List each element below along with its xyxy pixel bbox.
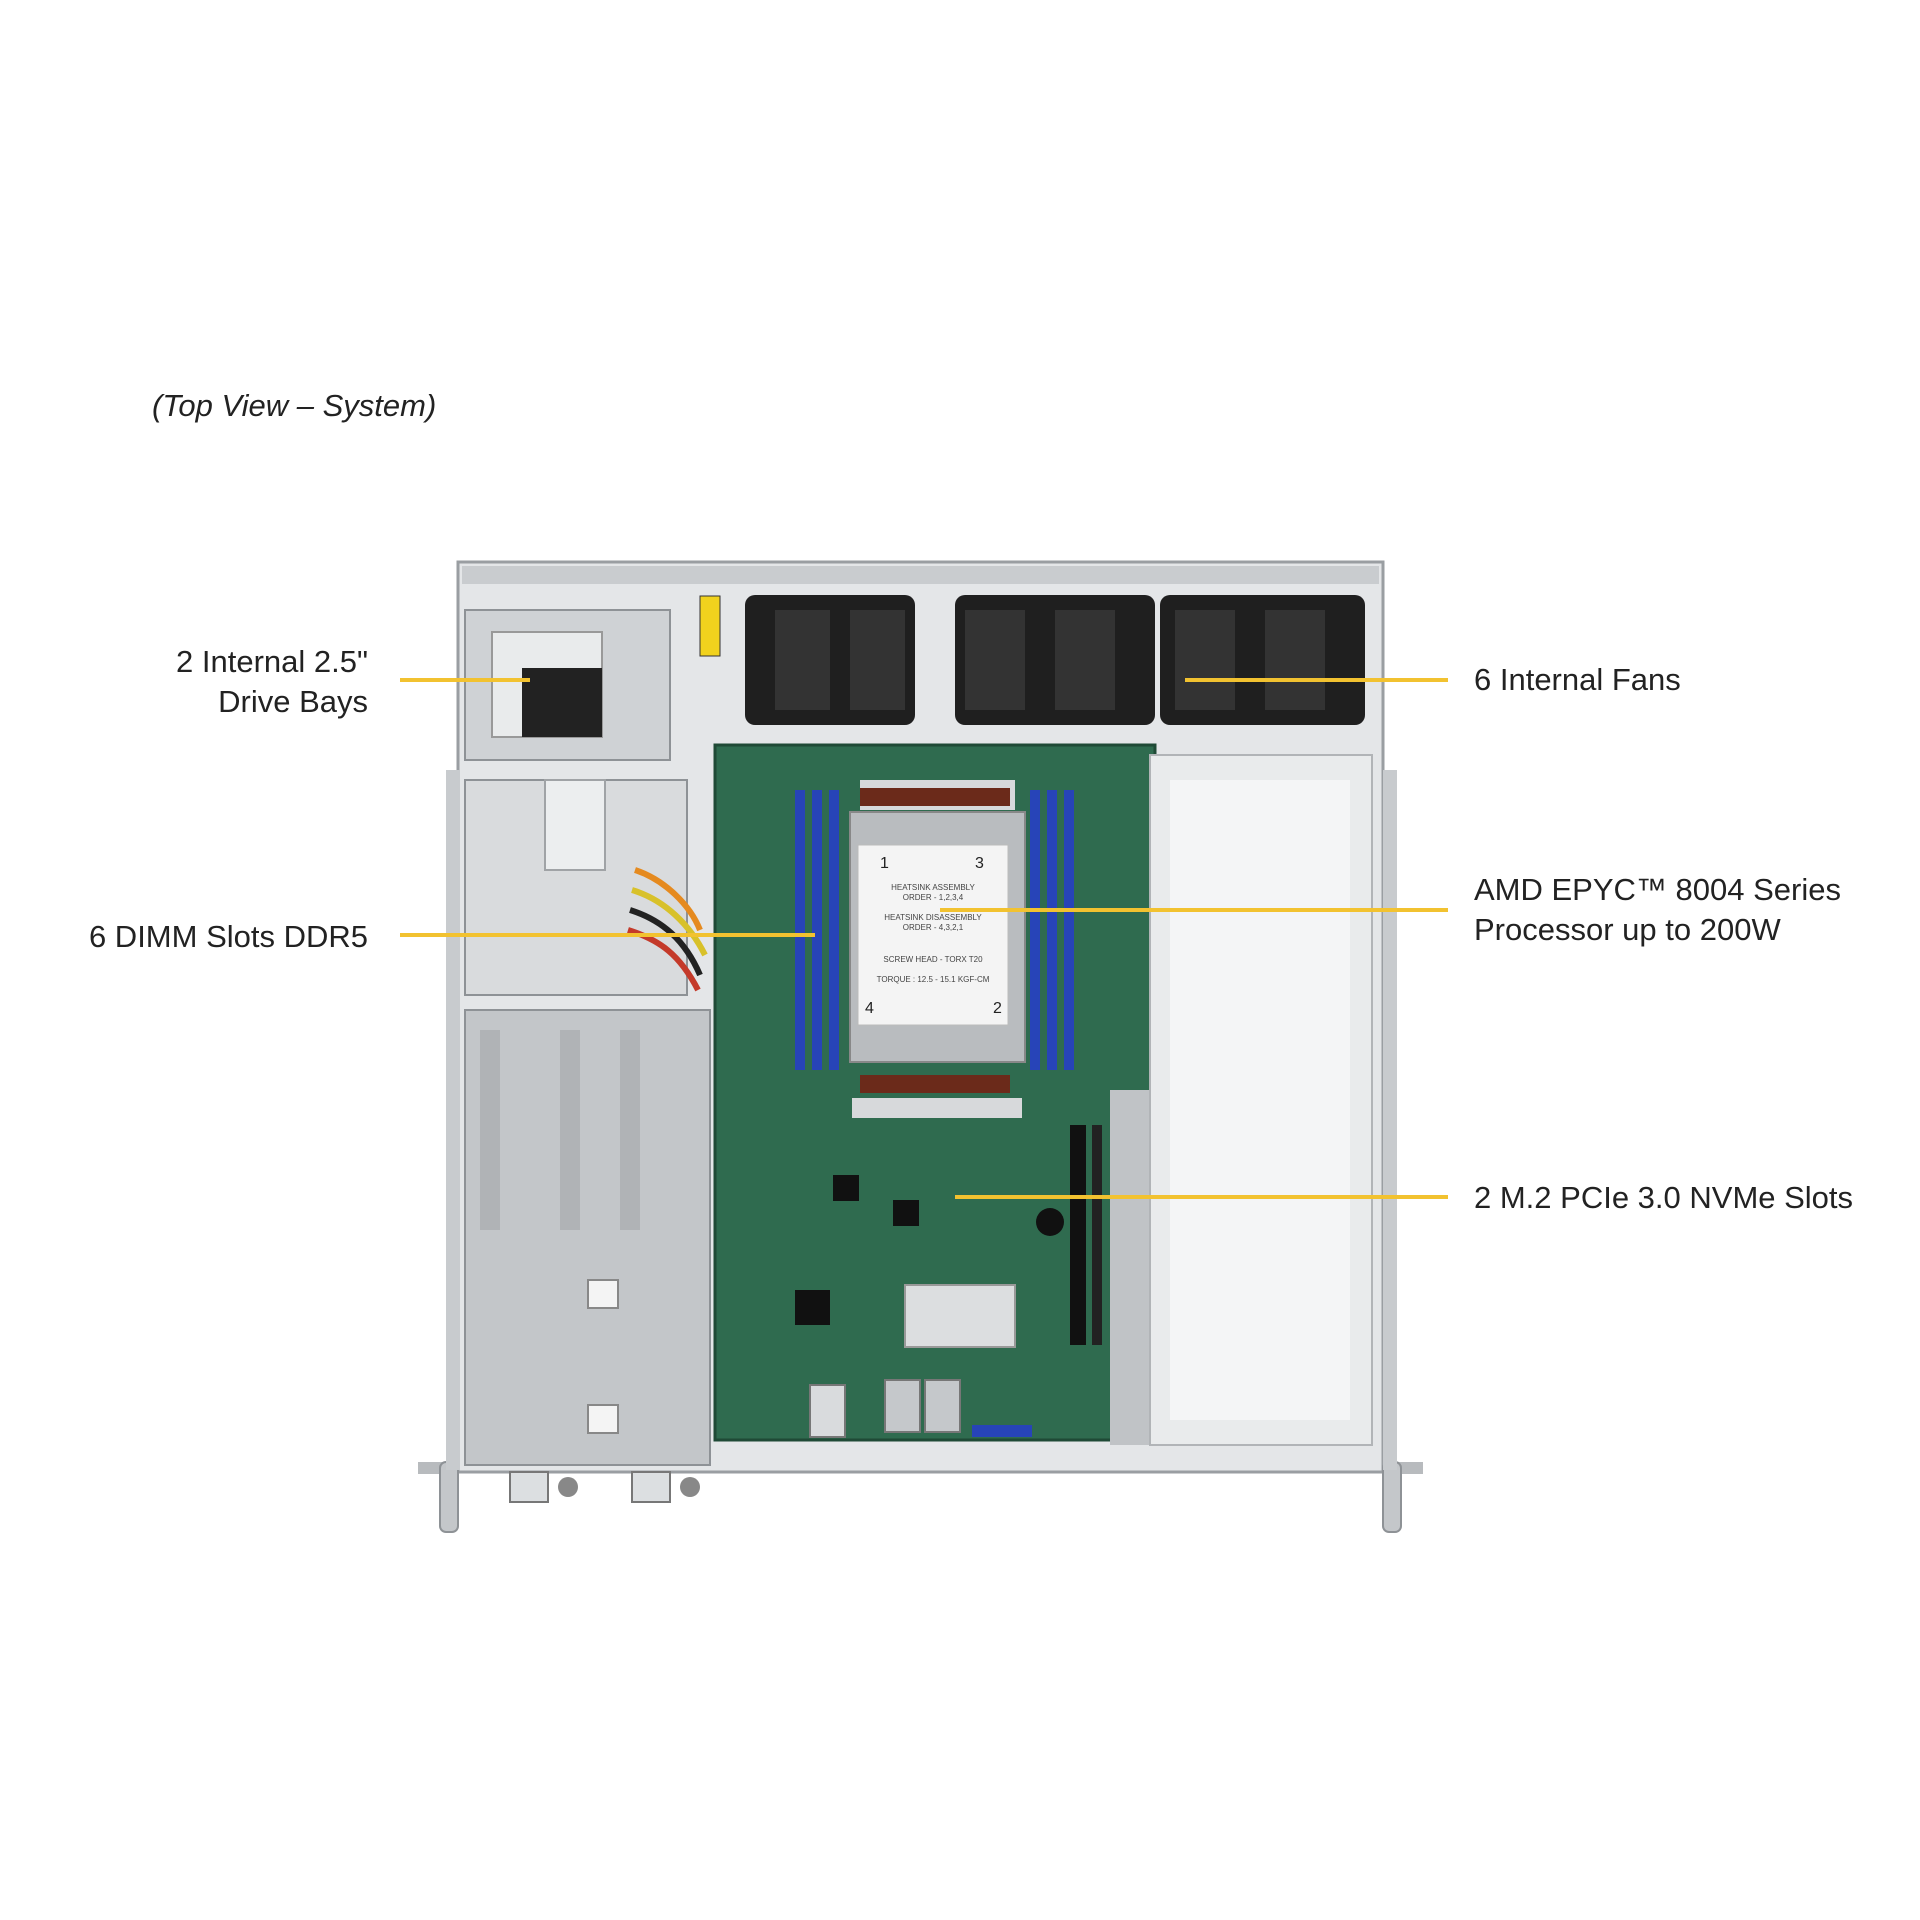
drive-bay-cage [464, 609, 671, 761]
heatsink-text-5: SCREW HEAD - TORX T20 [883, 955, 983, 964]
fan-bank [699, 595, 1365, 725]
callout-fans-line1: 6 Internal Fans [1474, 662, 1681, 697]
view-caption: (Top View – System) [152, 388, 437, 423]
callout-fans: 6 Internal Fans [1474, 660, 1681, 700]
callout-cpu-line1: AMD EPYC™ 8004 Series [1474, 872, 1841, 907]
callout-dimm: 6 DIMM Slots DDR5 [89, 917, 368, 957]
callout-drive-bays-line2: Drive Bays [218, 684, 368, 719]
heatsink-text-3: HEATSINK DISASSEMBLY [884, 913, 982, 922]
heatsink-screw-number-3: 3 [975, 855, 984, 872]
callout-drive-bays: 2 Internal 2.5" Drive Bays [176, 642, 368, 722]
callout-cpu: AMD EPYC™ 8004 Series Processor up to 20… [1474, 870, 1841, 950]
heatsink-screw-number-4: 4 [865, 1000, 874, 1017]
heatsink-text-4: ORDER - 4,3,2,1 [903, 923, 964, 932]
heatsink-screw-number-2: 2 [993, 1000, 1002, 1017]
callout-m2-line1: 2 M.2 PCIe 3.0 NVMe Slots [1474, 1180, 1854, 1215]
leader-lines [400, 678, 1448, 1199]
callout-drive-bays-line1: 2 Internal 2.5" [176, 644, 368, 679]
callout-cpu-line2: Processor up to 200W [1474, 912, 1781, 947]
power-supply [464, 779, 711, 1503]
heatsink-text-2: ORDER - 1,2,3,4 [903, 893, 964, 902]
heatsink-text-6: TORQUE : 12.5 - 15.1 KGF-CM [877, 975, 990, 984]
heatsink-label: 1 3 HEATSINK ASSEMBLY ORDER - 1,2,3,4 HE… [857, 844, 1009, 1026]
empty-expansion-area [1110, 754, 1373, 1446]
callout-m2: 2 M.2 PCIe 3.0 NVMe Slots [1474, 1178, 1853, 1218]
heatsink-text-1: HEATSINK ASSEMBLY [891, 883, 975, 892]
heatsink-screw-number-1: 1 [880, 855, 889, 872]
callout-dimm-line1: 6 DIMM Slots DDR5 [88, 919, 368, 954]
